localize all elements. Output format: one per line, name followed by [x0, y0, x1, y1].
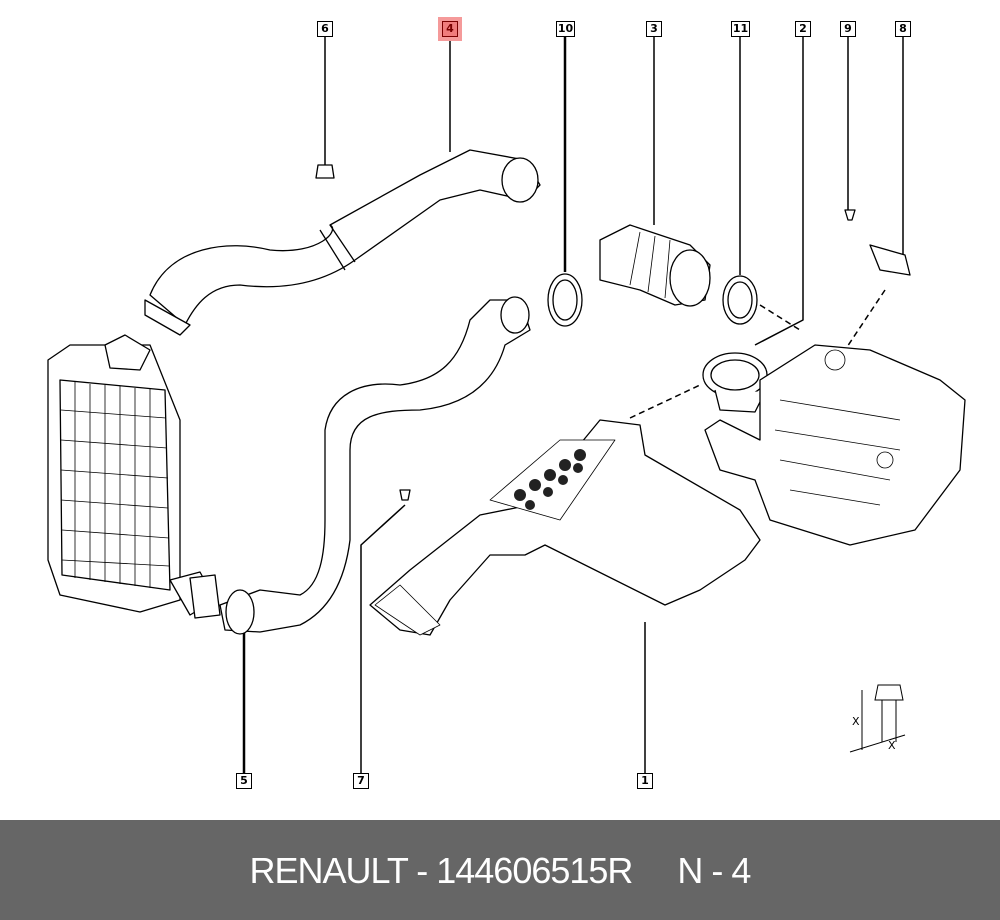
dimension-x-label-2: X: [888, 739, 896, 752]
callout-11[interactable]: 11: [731, 21, 750, 37]
intercooler: [47, 334, 216, 616]
footer-bar: RENAULT - 144606515R N - 4: [0, 820, 1000, 920]
callout-10[interactable]: 10: [556, 21, 575, 37]
callout-8[interactable]: 8: [895, 21, 911, 37]
leader-lines: [242, 37, 904, 773]
callout-2[interactable]: 2: [795, 21, 811, 37]
callout-6[interactable]: 6: [317, 21, 333, 37]
callout-4-highlighted[interactable]: 4: [442, 21, 458, 37]
dimension-x-label: X: [852, 715, 860, 728]
air-duct-1: [369, 419, 761, 636]
engine-assembly: [704, 344, 966, 546]
air-hose-3: [599, 224, 711, 307]
callout-3[interactable]: 3: [646, 21, 662, 37]
hose-5: [189, 296, 531, 635]
fasteners: [315, 164, 911, 501]
parts-diagram: X X: [47, 37, 966, 773]
footer-part-reference: RENAULT - 144606515R N - 4: [249, 850, 752, 891]
callout-7[interactable]: 7: [353, 773, 369, 789]
clamps: [547, 273, 758, 327]
callout-9[interactable]: 9: [840, 21, 856, 37]
callout-1[interactable]: 1: [637, 773, 653, 789]
callout-5[interactable]: 5: [236, 773, 252, 789]
seal-2: [702, 352, 768, 413]
thread-dimension-figure: X X: [849, 684, 906, 753]
hose-4: [144, 149, 541, 336]
